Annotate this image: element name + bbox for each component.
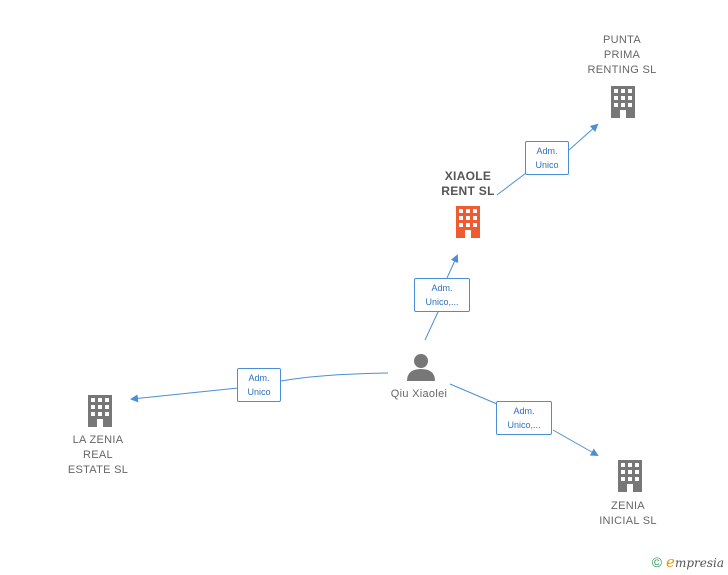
building-icon[interactable] [618,460,642,492]
node-label-la-zenia-real-estate[interactable]: LA ZENIA REAL ESTATE SL [67,434,129,476]
copyright-symbol: © [651,554,663,570]
edge-label-adm-unico: Adm. Unico [525,141,569,175]
edge-label-adm-unico: Adm. Unico,... [496,401,552,435]
edge-label-adm-unico: Adm. Unico [237,368,281,402]
building-icon[interactable] [611,86,635,118]
footer-brand: ©empresia [652,553,724,571]
person-icon[interactable] [407,354,435,381]
edge-xiaole-punta [496,125,597,196]
building-icon[interactable] [456,206,480,238]
edge-person-zenia [449,383,597,455]
node-label-punta-prima-renting[interactable]: PUNTA PRIMA RENTING SL [587,34,657,76]
node-label-qiu-xiaolei[interactable]: Qiu Xiaolei [390,388,448,400]
edge-person-lazenia [132,372,389,399]
edge-person-xiaole [424,256,457,341]
node-label-xiaole-rent[interactable]: XIAOLE RENT SL [441,169,495,198]
building-icon[interactable] [88,395,112,427]
edge-label-adm-unico: Adm. Unico,... [414,278,470,312]
empresia-logo: empresia [666,553,724,571]
node-label-zenia-inicial[interactable]: ZENIA INICIAL SL [599,500,657,527]
